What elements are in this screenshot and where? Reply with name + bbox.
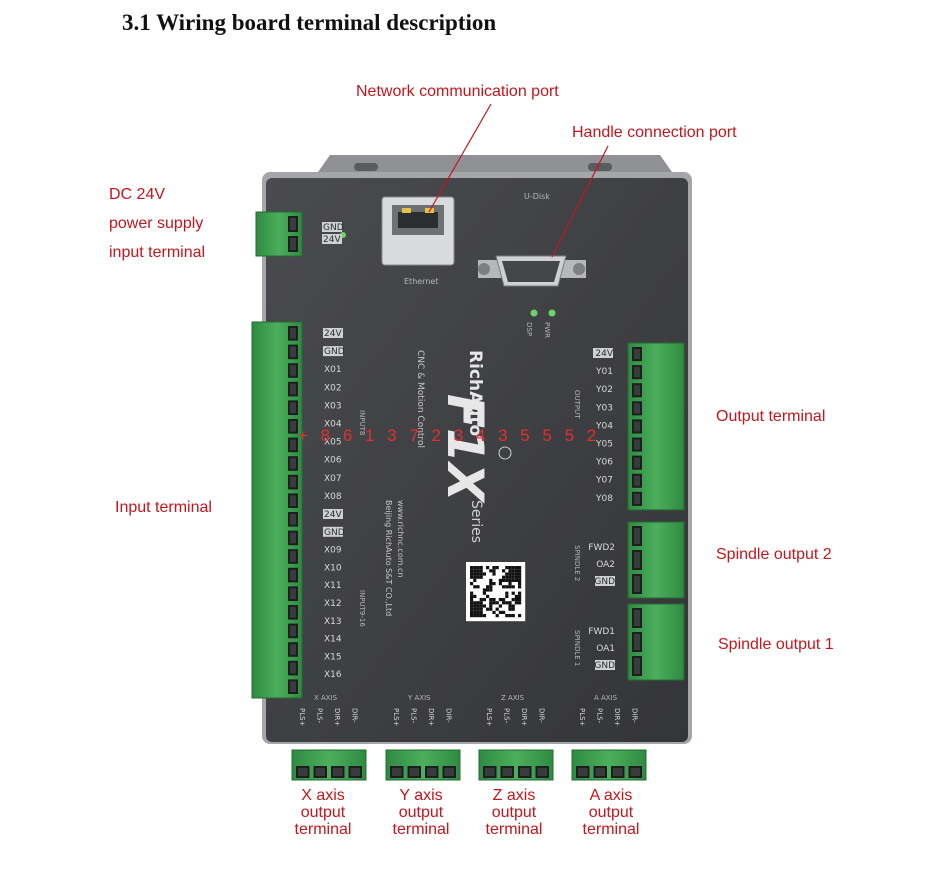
input-pin-label: X04	[324, 420, 342, 430]
qr-code	[466, 562, 526, 622]
spindle-output-1-callout: Spindle output 1	[718, 636, 834, 653]
section-heading: 3.1 Wiring board terminal description	[122, 10, 497, 35]
svg-text:INPUT9-16: INPUT9-16	[358, 590, 366, 627]
svg-text:DSP: DSP	[525, 322, 533, 336]
output-pin-label: Y06	[595, 458, 613, 468]
svg-text:CNC & Motion Control: CNC & Motion Control	[415, 350, 425, 448]
input-pin-label: X07	[324, 474, 342, 484]
svg-text:www.richnc.com.cn: www.richnc.com.cn	[396, 500, 405, 578]
output-pin-label: Y04	[595, 421, 613, 431]
output-pin-label: Y08	[595, 494, 613, 504]
y-axis-callout: Y axis output terminal	[392, 787, 450, 838]
svg-text:OUTPUT: OUTPUT	[573, 390, 581, 419]
ethernet-port	[381, 196, 455, 266]
input-terminal-callout: Input terminal	[115, 499, 212, 516]
spindle-2-pin-label: GND	[594, 577, 615, 587]
input-pin-label: GND	[324, 347, 345, 357]
axis-pin-label: PLS-	[596, 708, 604, 724]
svg-text:SPINDLE 1: SPINDLE 1	[573, 630, 581, 666]
spindle-1-terminal-block	[627, 603, 685, 681]
axis-pin-label: PLS+	[392, 708, 400, 727]
axis-pin-label: DIR+	[427, 708, 435, 726]
spindle-2-pin-label: OA2	[596, 560, 615, 570]
svg-text:INPUT8: INPUT8	[358, 410, 366, 435]
axis-terminal-block	[385, 749, 461, 781]
svg-text:RichAuto: RichAuto	[465, 350, 485, 436]
output-pin-label: Y07	[595, 476, 613, 486]
input-pin-label: X10	[324, 563, 342, 573]
spindle-2-pin-label: FWD2	[588, 543, 615, 553]
output-pin-label: Y02	[595, 385, 613, 395]
spindle-1-pin-label: OA1	[596, 644, 615, 654]
axis-terminal-block	[571, 749, 647, 781]
axis-terminal-block	[478, 749, 554, 781]
input-pin-label: X13	[324, 617, 342, 627]
axis-pin-label: DIR-	[351, 708, 359, 723]
board-body	[266, 178, 688, 742]
handle-db9-port	[478, 255, 586, 287]
input-pin-label: X15	[324, 652, 342, 662]
z-axis-callout: Z axis output terminal	[485, 787, 543, 838]
input-pin-label: X16	[324, 670, 342, 680]
axis-name-label: Z AXIS	[501, 694, 525, 702]
a-axis-callout: A axis output terminal	[582, 787, 640, 838]
axis-pin-label: DIR-	[445, 708, 453, 723]
input-terminal-block	[251, 321, 303, 699]
spindle-1-pin-label: FWD1	[588, 627, 615, 637]
axis-pin-label: PLS-	[410, 708, 418, 724]
svg-text:F1X: F1X	[436, 394, 494, 504]
axis-pin-label: DIR-	[631, 708, 639, 723]
output-pin-label: Y03	[595, 403, 613, 413]
axis-pin-label: PLS+	[485, 708, 493, 727]
axis-pin-label: DIR+	[613, 708, 621, 726]
axis-name-label: A AXIS	[594, 694, 618, 702]
axis-name-label: Y AXIS	[407, 694, 431, 702]
power-pin-label: 24V	[323, 235, 341, 245]
output-pin-label: 24V	[595, 349, 613, 359]
svg-text:PWR: PWR	[543, 322, 551, 338]
input-pin-label: 24V	[324, 510, 342, 520]
input-pin-label: X06	[324, 456, 342, 466]
network-port-callout: Network communication port	[356, 83, 559, 100]
spindle-2-terminal-block	[627, 521, 685, 599]
x-axis-callout: X axis output terminal	[294, 787, 352, 838]
axis-pin-label: PLS+	[578, 708, 586, 727]
input-pin-label: X08	[324, 492, 342, 502]
axis-name-label: X AXIS	[314, 694, 338, 702]
svg-text:U-Disk: U-Disk	[524, 192, 550, 201]
axis-pin-label: PLS-	[316, 708, 324, 724]
input-pin-label: X01	[324, 365, 342, 375]
dc-power-callout: DC 24V power supply input terminal	[109, 186, 206, 261]
overlay-digits: + 8 6 1 3 7 2 3 4 3 5 5 5 2	[298, 426, 601, 445]
power-terminal-block	[255, 211, 303, 257]
input-pin-label: X09	[324, 546, 342, 556]
svg-text:Beijing RichAuto S&T CO.,Ltd: Beijing RichAuto S&T CO.,Ltd	[384, 500, 393, 616]
axis-pin-label: PLS-	[503, 708, 511, 724]
axis-pin-label: PLS+	[298, 708, 306, 727]
axis-pin-label: DIR-	[538, 708, 546, 723]
output-pin-label: Y01	[595, 367, 613, 377]
axis-terminal-block	[291, 749, 367, 781]
input-pin-label: X02	[324, 383, 342, 393]
svg-text:Series: Series	[468, 500, 484, 543]
input-pin-label: X12	[324, 599, 342, 609]
output-terminal-callout: Output terminal	[716, 408, 826, 425]
axis-pin-label: DIR+	[520, 708, 528, 726]
handle-port-callout: Handle connection port	[572, 124, 737, 141]
input-pin-label: X03	[324, 401, 342, 411]
axis-pin-label: DIR+	[333, 708, 341, 726]
power-pin-label: GND	[323, 223, 344, 233]
input-pin-label: X11	[324, 581, 342, 591]
input-pin-label: X14	[324, 635, 342, 645]
input-pin-label: 24V	[324, 329, 342, 339]
spindle-output-2-callout: Spindle output 2	[716, 546, 832, 563]
output-terminal-block	[627, 342, 685, 511]
spindle-1-pin-label: GND	[594, 661, 615, 671]
input-pin-label: X05	[324, 438, 342, 448]
output-pin-label: Y05	[595, 440, 613, 450]
input-pin-label: GND	[324, 528, 345, 538]
svg-text:SPINDLE 2: SPINDLE 2	[573, 545, 581, 581]
svg-text:Ethernet: Ethernet	[404, 277, 438, 286]
